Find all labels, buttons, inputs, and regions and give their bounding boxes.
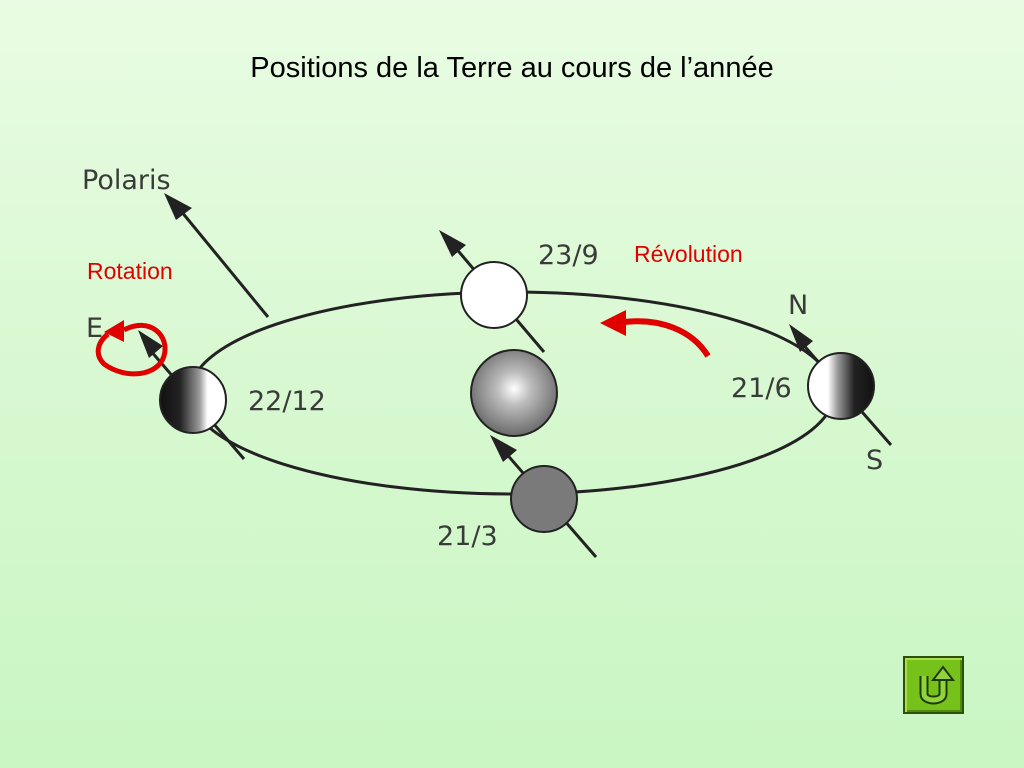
- north-label: N: [788, 290, 808, 321]
- summer-solstice-label: 21/6: [731, 373, 792, 404]
- back-button[interactable]: [903, 656, 964, 714]
- revolution-label: Révolution: [634, 241, 743, 267]
- revolution-arrow: [600, 310, 711, 358]
- rotation-arrow: [95, 320, 168, 377]
- earth-autumn-equinox: [439, 230, 546, 353]
- slide-title: Positions de la Terre au cours de l’anné…: [250, 52, 774, 84]
- spring-equinox-label: 21/3: [437, 521, 498, 552]
- south-label: S: [866, 445, 883, 476]
- sun: [470, 349, 558, 437]
- earth-winter-solstice: [138, 330, 246, 460]
- winter-solstice-label: 22/12: [248, 386, 326, 417]
- u-turn-arrow-icon: [919, 665, 956, 705]
- rotation-label: Rotation: [87, 258, 173, 284]
- autumn-equinox-label: 23/9: [538, 240, 599, 271]
- polaris-arrow: [164, 193, 270, 318]
- polaris-label: Polaris: [82, 165, 171, 196]
- earth-summer-solstice: [789, 324, 893, 446]
- east-label: E: [86, 313, 103, 344]
- earth-spring-equinox: [490, 435, 598, 558]
